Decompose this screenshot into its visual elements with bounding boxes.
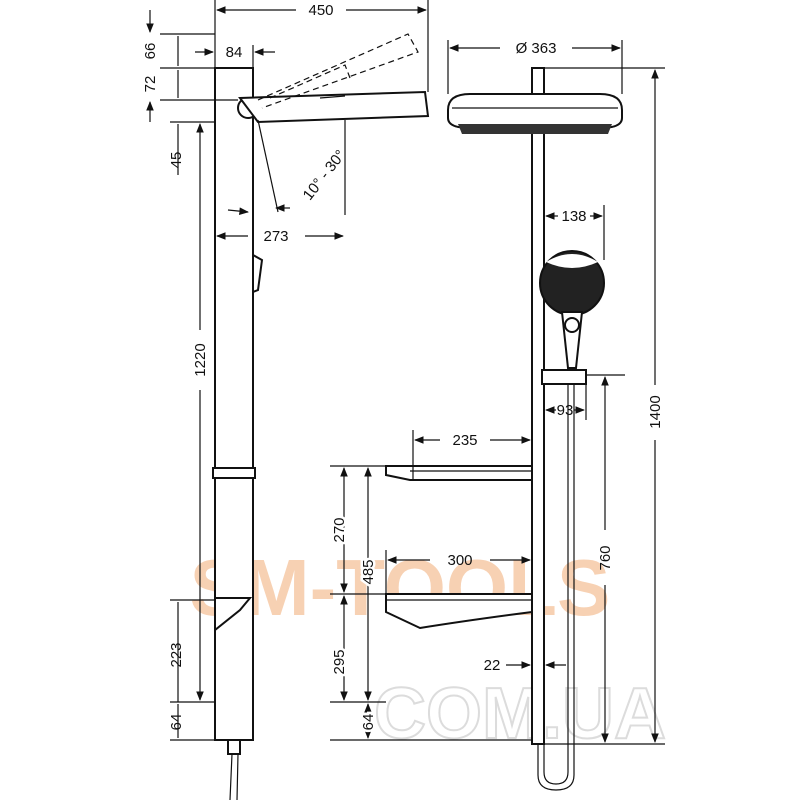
side-view: 450 84 66 72 45 10° - 30° 273 1220 <box>142 0 430 800</box>
upper-shelf <box>385 465 533 481</box>
dim-235-label: 235 <box>452 432 477 449</box>
handshower-holder <box>541 369 587 385</box>
front-view: Ø 363 1400 138 93 760 <box>329 40 665 791</box>
dim-64-left-label: 64 <box>168 714 185 731</box>
lower-shelf <box>385 593 533 630</box>
dim-295-label: 295 <box>331 649 348 674</box>
dim-1220-label: 1220 <box>192 343 209 376</box>
dim-300-label: 300 <box>447 552 472 569</box>
dim-760-label: 760 <box>597 545 614 570</box>
dim-22-label: 22 <box>484 657 501 674</box>
hand-shower-joint <box>564 317 580 333</box>
bottom-connector <box>227 739 241 755</box>
dim-93-label: 93 <box>557 402 574 419</box>
watermark-line2: COM.UA <box>374 674 666 754</box>
angle-arrow-2 <box>227 207 249 215</box>
shower-pipe-front <box>531 67 545 745</box>
dim-138-label: 138 <box>561 208 586 225</box>
thermostat-handle <box>252 253 264 294</box>
head-line <box>319 95 346 99</box>
bar-ring <box>212 467 256 479</box>
shower-arm-tilted-b <box>269 64 351 99</box>
angle-line-1 <box>257 119 279 213</box>
dim-72-label: 72 <box>142 76 159 93</box>
shower-bar-side <box>214 67 254 741</box>
dim-485-label: 485 <box>360 559 377 584</box>
dim-angle-label: 10° - 30° <box>300 147 350 204</box>
hose-side <box>229 753 239 800</box>
dim-diameter-label: Ø 363 <box>516 40 557 57</box>
dim-84-label: 84 <box>226 44 243 61</box>
dim-223-label: 223 <box>168 642 185 667</box>
dim-270-label: 270 <box>331 517 348 542</box>
shelf-clip-side <box>214 597 253 633</box>
dim-450-label: 450 <box>308 2 333 19</box>
watermark: SM-TOOLS COM.UA <box>190 543 667 755</box>
shower-arm-tilted <box>257 33 419 109</box>
dim-66-label: 66 <box>142 43 159 60</box>
dim-1400-label: 1400 <box>647 395 664 428</box>
dim-273-label: 273 <box>263 228 288 245</box>
dim-45-label: 45 <box>168 152 185 169</box>
hand-shower-face <box>546 254 598 268</box>
hose-front <box>537 384 575 791</box>
overhead-shower <box>447 93 623 129</box>
dim-64-right-label: 64 <box>360 714 377 731</box>
overhead-nozzles <box>458 124 612 134</box>
